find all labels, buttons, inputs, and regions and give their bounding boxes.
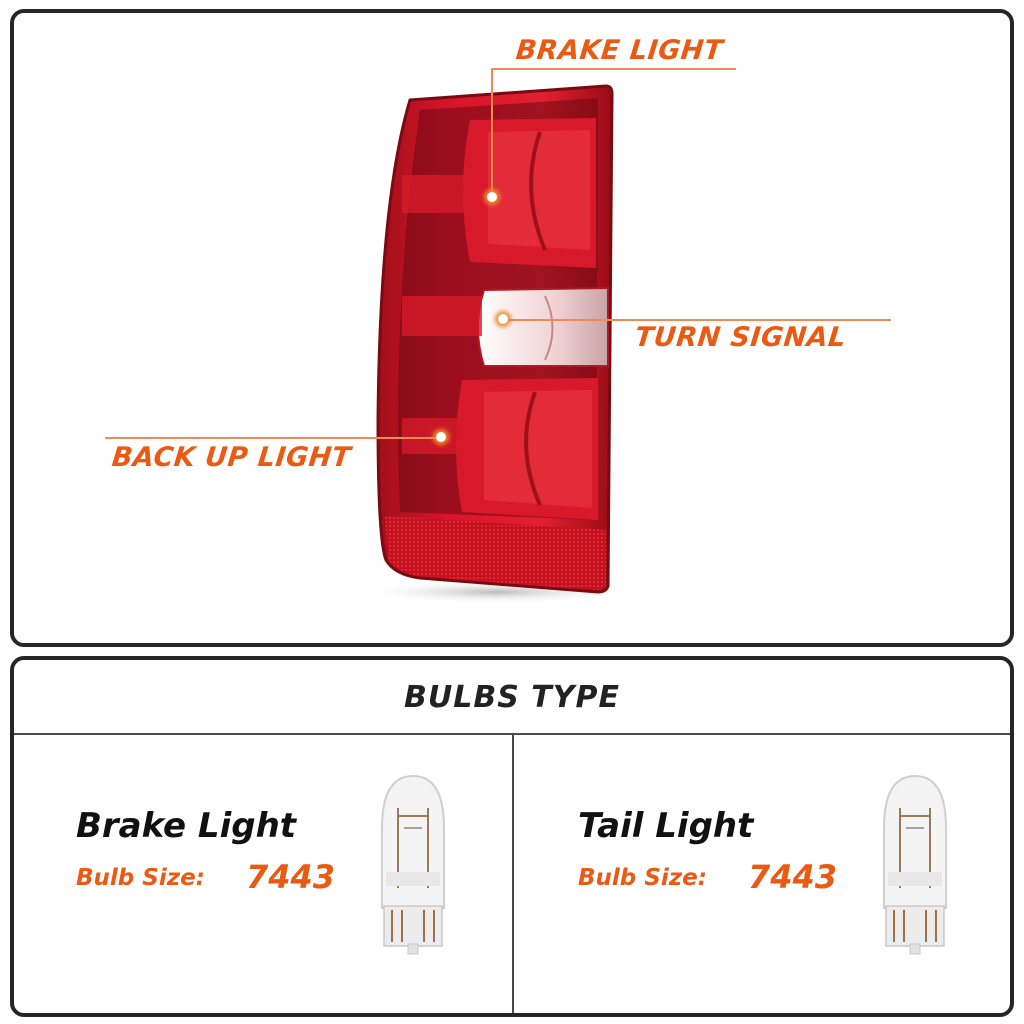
brake-light-callout: BRAKE LIGHT <box>514 35 725 66</box>
tail-light-bulb-size-label: Bulb Size: <box>578 865 707 891</box>
brake-light-leader-horizontal <box>491 68 736 70</box>
brake-light-bulb-size-value: 7443 <box>246 858 336 896</box>
turn-signal-marker <box>498 314 508 324</box>
column-divider <box>512 735 514 1013</box>
bulbs-type-panel: BULBS TYPE Brake Light Bulb Size: 7443 T… <box>10 656 1014 1017</box>
tail-light-bulb-name: Tail Light <box>578 806 754 846</box>
header-divider <box>14 733 1010 735</box>
brake-light-marker <box>487 192 497 202</box>
bulb-7443-icon <box>883 774 947 955</box>
tail-light-diagram-panel: BRAKE LIGHT TURN SIGNAL BACK UP LIGHT <box>10 9 1014 647</box>
brake-light-bulb-size-label: Bulb Size: <box>76 865 205 891</box>
turn-signal-callout: TURN SIGNAL <box>633 322 848 353</box>
brake-light-leader-vertical <box>491 68 493 195</box>
backup-light-callout: BACK UP LIGHT <box>110 442 353 473</box>
tail-light-image <box>356 84 636 604</box>
bulbs-type-title: BULBS TYPE <box>404 680 620 715</box>
bulb-7443-icon <box>381 774 445 955</box>
tail-light-bulb-size-value: 7443 <box>748 858 838 896</box>
turn-signal-leader <box>503 319 891 321</box>
backup-light-leader <box>105 437 440 439</box>
backup-light-marker <box>436 432 446 442</box>
brake-light-bulb-name: Brake Light <box>76 806 297 846</box>
